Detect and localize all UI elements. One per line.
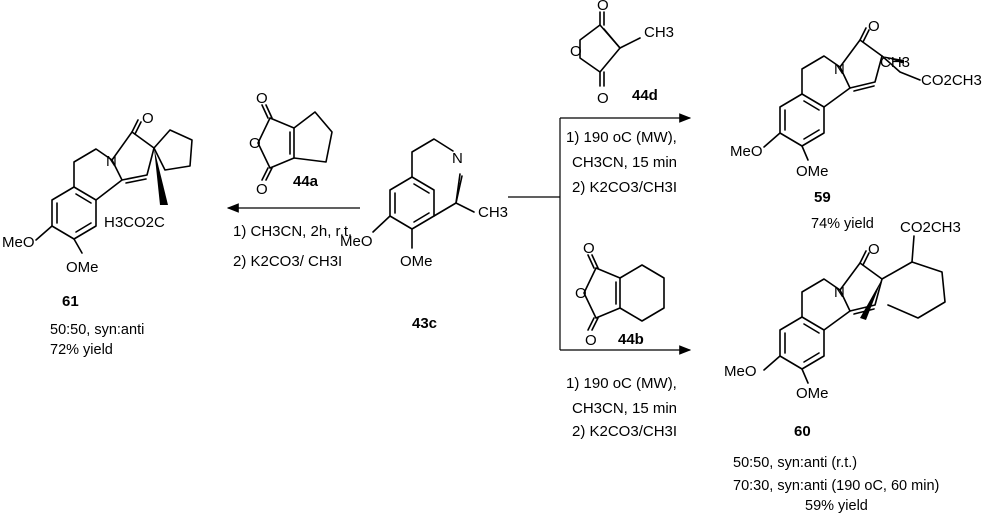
svg-text:O: O — [249, 135, 261, 152]
svg-text:O: O — [583, 240, 595, 257]
starting-material-43c: N CH3 MeO OMe 43c — [340, 138, 508, 332]
reagent-44d: O O O CH3 44d — [570, 0, 674, 107]
svg-text:O: O — [256, 90, 268, 107]
reaction-arrows — [226, 113, 692, 355]
svg-text:2) K2CO3/ CH3I: 2) K2CO3/ CH3I — [233, 253, 342, 270]
compound-number: 59 — [814, 189, 831, 206]
oxygen-atom: O — [142, 110, 154, 127]
methoxy-label: MeO — [340, 233, 373, 250]
nitrogen-atom: N — [106, 153, 117, 170]
svg-text:O: O — [256, 181, 268, 198]
methoxy-label: OMe — [400, 253, 433, 270]
svg-text:2) K2CO3/CH3I: 2) K2CO3/CH3I — [572, 179, 677, 196]
ester-label: CO2CH3 — [900, 219, 961, 236]
compound-number: 44b — [618, 331, 644, 348]
reagent-44b: O O O 44b — [575, 240, 665, 349]
diastereomer-ratio: 50:50, syn:anti (r.t.) — [733, 455, 857, 471]
svg-text:O: O — [575, 285, 587, 302]
reagent-44a: O O O 44a — [249, 90, 333, 198]
methoxy-label: MeO — [2, 234, 35, 251]
compound-number: 61 — [62, 293, 79, 310]
yield-label: 74% yield — [811, 216, 874, 232]
methoxy-label: OMe — [66, 259, 99, 276]
compound-number: 60 — [794, 423, 811, 440]
nitrogen-atom: N — [834, 284, 845, 301]
product-61: N O H3CO2C MeO OMe 61 50:50, syn:anti 72… — [2, 110, 193, 358]
ester-label: CO2CH3 — [921, 72, 982, 89]
methoxy-label: MeO — [730, 143, 763, 160]
svg-text:1) 190 oC (MW),: 1) 190 oC (MW), — [566, 375, 677, 392]
compound-number: 44a — [293, 173, 319, 190]
svg-text:CH3CN, 15 min: CH3CN, 15 min — [572, 154, 677, 171]
nitrogen-atom: N — [452, 150, 463, 167]
product-60: N O CO2CH3 MeO OMe 60 50:50, syn:anti (r… — [724, 219, 961, 514]
oxygen-atom: O — [868, 241, 880, 258]
svg-text:CH3CN, 15 min: CH3CN, 15 min — [572, 400, 677, 417]
svg-text:2) K2CO3/CH3I: 2) K2CO3/CH3I — [572, 423, 677, 440]
svg-text:O: O — [570, 43, 582, 60]
conditions-upper-right: 1) 190 oC (MW), CH3CN, 15 min 2) K2CO3/C… — [566, 129, 677, 196]
methyl-label: CH3 — [880, 54, 910, 71]
methoxy-label: OMe — [796, 163, 829, 180]
product-59: N O CH3 CO2CH3 MeO OMe 59 74% yield — [730, 18, 982, 232]
methoxy-label: MeO — [724, 363, 757, 380]
svg-text:O: O — [597, 0, 609, 14]
diastereomer-ratio: 50:50, syn:anti — [50, 322, 144, 338]
yield-label: 59% yield — [805, 498, 868, 514]
methyl-label: CH3 — [644, 24, 674, 41]
yield-label: 72% yield — [50, 342, 113, 358]
compound-number: 43c — [412, 315, 437, 332]
conditions-left: 1) CH3CN, 2h, r.t. 2) K2CO3/ CH3I — [233, 223, 352, 270]
nitrogen-atom: N — [834, 61, 845, 78]
oxygen-atom: O — [868, 18, 880, 35]
svg-text:1) 190 oC (MW),: 1) 190 oC (MW), — [566, 129, 677, 146]
svg-text:1) CH3CN, 2h, r.t.: 1) CH3CN, 2h, r.t. — [233, 223, 352, 240]
methoxy-label: OMe — [796, 385, 829, 402]
svg-text:O: O — [597, 90, 609, 107]
compound-number: 44d — [632, 87, 658, 104]
conditions-lower-right: 1) 190 oC (MW), CH3CN, 15 min 2) K2CO3/C… — [566, 375, 677, 440]
svg-text:O: O — [585, 332, 597, 349]
methyl-label: CH3 — [478, 204, 508, 221]
diastereomer-ratio: 70:30, syn:anti (190 oC, 60 min) — [733, 478, 939, 494]
ester-label: H3CO2C — [104, 214, 165, 231]
